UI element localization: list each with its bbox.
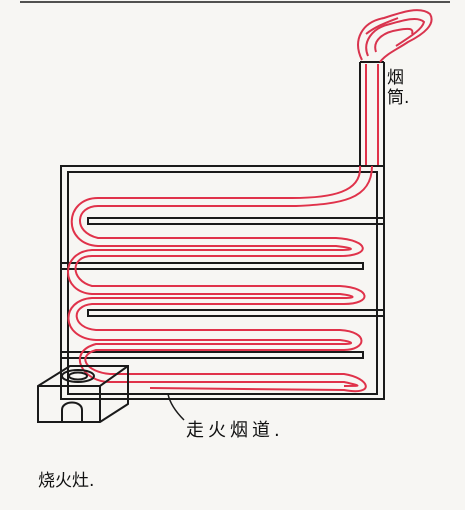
stove-label: 烧火灶. bbox=[38, 471, 95, 491]
flue-label: 走火烟道. bbox=[186, 420, 284, 441]
heating-wall-box bbox=[60, 165, 385, 400]
flue-leader-line bbox=[167, 393, 185, 421]
chimney bbox=[359, 61, 385, 166]
chimney-smoke bbox=[365, 64, 379, 166]
baffles bbox=[60, 217, 385, 359]
fire-flue-path bbox=[67, 165, 373, 393]
chimney-label: 烟筒. bbox=[387, 68, 410, 108]
smoke-plume bbox=[357, 9, 433, 63]
stove bbox=[37, 365, 129, 423]
